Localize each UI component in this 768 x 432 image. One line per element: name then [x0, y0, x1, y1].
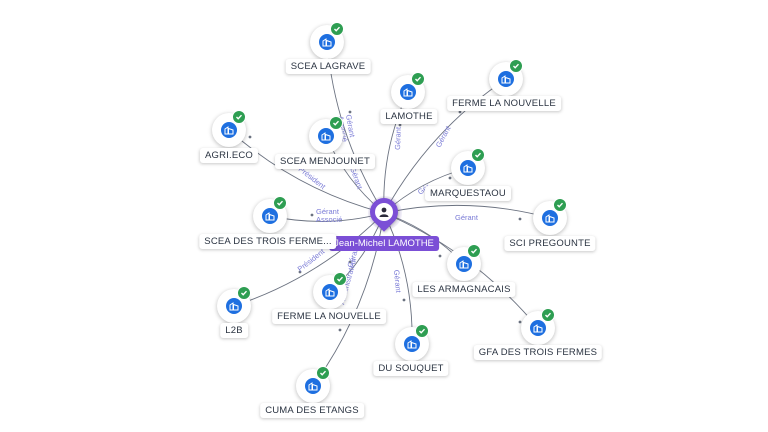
company-label-scea-des-trois-fermes[interactable]: SCEA DES TROIS FERME... [199, 234, 337, 249]
company-icon-wrapper[interactable] [313, 272, 347, 309]
edge-arrow-agri-eco [248, 135, 252, 139]
building-icon [542, 210, 558, 226]
check-icon [411, 72, 425, 86]
edge-arrow-l2b [298, 270, 302, 274]
check-icon [330, 22, 344, 36]
edge-label-du-souquet: Gérant [392, 269, 403, 294]
center-person-label[interactable]: Jean-Michel LAMOTHE [329, 236, 439, 251]
company-icon-wrapper[interactable] [212, 110, 246, 147]
company-label-lamothe[interactable]: LAMOTHE [380, 109, 438, 124]
building-icon [262, 208, 278, 224]
edge-label-lamothe: Gérant [393, 126, 403, 150]
edge-arrow-cuma-des-etangs [338, 328, 342, 332]
check-icon [232, 110, 246, 124]
check-icon [471, 148, 485, 162]
edge-arrow-ferme-la-nouvelle-2 [348, 260, 352, 264]
check-icon [415, 324, 429, 338]
edge-arrow-ferme-la-nouvelle-1 [458, 110, 462, 114]
building-icon [305, 378, 321, 394]
company-icon-wrapper[interactable] [533, 198, 567, 235]
company-icon-wrapper[interactable] [489, 59, 523, 96]
edge-arrow-lamothe [398, 123, 402, 127]
edge-agri-eco [228, 129, 385, 214]
check-icon [541, 308, 555, 322]
company-label-les-armagnacais[interactable]: LES ARMAGNACAIS [412, 282, 516, 297]
company-icon-wrapper[interactable] [310, 22, 344, 59]
company-icon-wrapper[interactable] [309, 116, 343, 153]
company-icon-wrapper[interactable] [451, 148, 485, 185]
building-icon [318, 128, 334, 144]
company-icon-wrapper[interactable] [217, 286, 251, 323]
building-icon [404, 336, 420, 352]
company-icon-wrapper[interactable] [253, 196, 287, 233]
company-label-scea-lagrave[interactable]: SCEA LAGRAVE [285, 59, 371, 74]
company-icon-wrapper[interactable] [391, 72, 425, 109]
company-label-sci-pregounte[interactable]: SCI PREGOUNTE [504, 236, 596, 251]
check-icon [237, 286, 251, 300]
company-label-ferme-la-nouvelle-1[interactable]: FERME LA NOUVELLE [447, 96, 561, 111]
edge-ferme-la-nouvelle-1 [383, 78, 507, 214]
edge-arrow-sci-pregounte [518, 217, 522, 221]
check-icon [316, 366, 330, 380]
company-label-l2b[interactable]: L2B [220, 323, 248, 338]
company-label-scea-menjounet[interactable]: SCEA MENJOUNET [275, 154, 375, 169]
check-icon [553, 198, 567, 212]
person-icon [375, 203, 393, 221]
building-icon [322, 284, 338, 300]
building-icon [460, 160, 476, 176]
edge-arrow-scea-lagrave [348, 110, 352, 114]
company-icon-wrapper[interactable] [395, 324, 429, 361]
edge-arrow-gfa-des-trois-fermes [518, 320, 522, 324]
check-icon [333, 272, 347, 286]
company-label-gfa-des-trois-fermes[interactable]: GFA DES TROIS FERMES [473, 345, 603, 360]
building-icon [498, 71, 514, 87]
check-icon [329, 116, 343, 130]
company-label-marquestaou[interactable]: MARQUESTAOU [425, 186, 511, 201]
building-icon [226, 298, 242, 314]
building-icon [400, 84, 416, 100]
company-label-du-souquet[interactable]: DU SOUQUET [373, 361, 449, 376]
edge-arrow-les-armagnacais [438, 254, 442, 258]
building-icon [530, 320, 546, 336]
company-icon-wrapper[interactable] [447, 244, 481, 281]
company-icon-wrapper[interactable] [521, 308, 555, 345]
check-icon [467, 244, 481, 258]
edge-sci-pregounte [383, 204, 551, 219]
edge-label-ferme-la-nouvelle-1: Gérant [434, 124, 453, 149]
company-label-cuma-des-etangs[interactable]: CUMA DES ETANGS [260, 403, 364, 418]
edge-arrow-marquestaou [448, 176, 452, 180]
check-icon [273, 196, 287, 210]
company-icon-wrapper[interactable] [296, 366, 330, 403]
company-label-ferme-la-nouvelle-2[interactable]: FERME LA NOUVELLE [272, 309, 386, 324]
edge-arrow-du-souquet [402, 298, 406, 302]
building-icon [319, 34, 335, 50]
edge-arrow-scea-des-trois-fermes [310, 213, 314, 217]
building-icon [221, 122, 237, 138]
edge-label-sci-pregounte: Gérant [455, 213, 479, 222]
check-icon [509, 59, 523, 73]
company-label-agri-eco[interactable]: AGRI.ECO [199, 148, 259, 163]
building-icon [456, 256, 472, 272]
edge-label-l2b: Président [296, 246, 327, 273]
edge-l2b [233, 212, 385, 307]
